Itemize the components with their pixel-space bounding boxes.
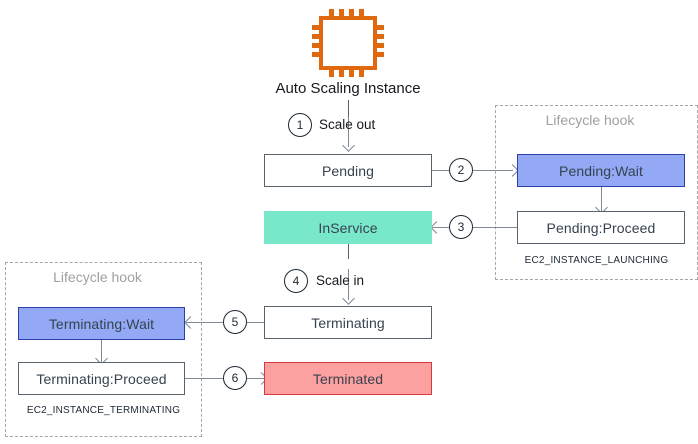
connector-instance-to-pending (348, 100, 349, 117)
connector-scalein-to-terminating (348, 269, 349, 300)
step-marker-5: 5 (223, 310, 247, 334)
transition-label-scale-in: Scale in (316, 273, 365, 288)
lifecycle-hook-terminating-title: Lifecycle hook (53, 269, 142, 285)
connector-terminating-wait-to-proceed (101, 340, 102, 362)
step-marker-6: 6 (223, 366, 247, 390)
connector-step6-to-terminated (247, 378, 264, 379)
arrowhead-into-inservice (430, 221, 443, 234)
arrowhead-into-terminating (342, 292, 355, 305)
connector-pending-wait-to-proceed (601, 187, 602, 211)
state-box-inservice[interactable]: InService (264, 211, 432, 244)
connector-terminating-to-step5 (247, 322, 264, 323)
lifecycle-hook-launching-caption: EC2_INSTANCE_LAUNCHING (524, 255, 669, 266)
lifecycle-hook-launching-title: Lifecycle hook (545, 112, 635, 128)
state-box-pending[interactable]: Pending (264, 154, 432, 187)
connector-scaleout-to-pending (348, 117, 349, 147)
connector-step2-to-pending-wait (473, 170, 513, 171)
lifecycle-hook-launching-group (495, 105, 698, 280)
state-box-terminated[interactable]: Terminated (264, 362, 432, 395)
chip-icon (307, 8, 389, 83)
state-box-terminating-wait[interactable]: Terminating:Wait (18, 307, 185, 340)
connector-inservice-down (348, 244, 349, 259)
arrowhead-into-pending (342, 139, 355, 152)
page-title: Auto Scaling Instance (275, 80, 421, 97)
step-marker-1: 1 (288, 113, 312, 137)
state-box-terminating[interactable]: Terminating (264, 306, 432, 339)
state-box-pending-wait[interactable]: Pending:Wait (517, 154, 685, 187)
step-marker-4: 4 (284, 269, 308, 293)
transition-label-scale-out: Scale out (319, 117, 376, 132)
lifecycle-hook-terminating-caption: EC2_INSTANCE_TERMINATING (26, 405, 181, 416)
lifecycle-hook-terminating-group (5, 262, 202, 437)
connector-pending-proceed-to-step3 (473, 227, 517, 228)
step-marker-3: 3 (449, 215, 473, 239)
step-marker-2: 2 (449, 158, 473, 182)
connector-step3-to-inservice (432, 227, 449, 228)
state-box-pending-proceed[interactable]: Pending:Proceed (517, 211, 685, 244)
connector-pending-to-step2 (432, 170, 449, 171)
connector-step5-to-terminating-wait (186, 322, 223, 323)
state-box-terminating-proceed[interactable]: Terminating:Proceed (18, 362, 185, 395)
connector-terminating-proceed-to-step6 (185, 378, 223, 379)
